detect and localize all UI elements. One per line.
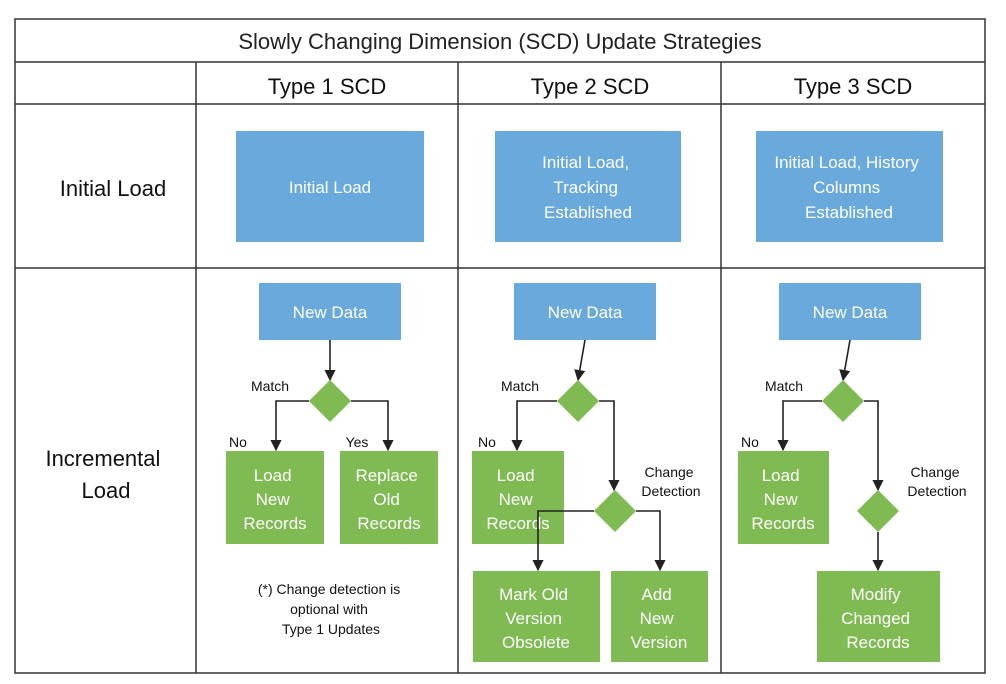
svg-text:New Data: New Data [813,303,888,322]
type2-match-label: Match [501,378,539,394]
type1-no-label: No [229,434,247,450]
type3-match-diamond [822,380,864,422]
type3-edge-match-change [864,400,884,492]
type2-load-new-records-box: Load New Records [472,451,564,544]
type1-edge-no [270,400,309,452]
row-header-incremental-load: Incremental Load [45,446,166,503]
diagram-title: Slowly Changing Dimension (SCD) Update S… [238,29,761,54]
type2-edge-match-change [599,400,620,492]
type1-replace-old-records-box: Replace Old Records [340,451,438,544]
table-grid [14,18,986,674]
svg-text:Replace Old Record: Replace Old Records [355,466,422,533]
type1-note: (*) Change detection is optional with Ty… [258,581,404,637]
type3-no-label: No [741,434,759,450]
type3-initial-load-box: Initial Load, History Columns Establishe… [756,131,943,242]
type3-load-new-records-box: Load New Records [738,451,829,544]
svg-text:Load New Records: Load New Records [486,466,549,533]
svg-text:Initial Load, Tracking: Initial Load, Tracking Established [542,153,634,222]
type2-edge-no [511,400,557,452]
type2-initial-load-box: Initial Load, Tracking Established [495,131,681,242]
type2-change-detection-label: Change Detection [641,464,700,499]
type3-modify-changed-records-box: Modify Changed Records [817,571,940,662]
type2-new-data-box: New Data [514,283,656,340]
svg-text:New Data: New Data [293,303,368,322]
type2-add-new-version-box: Add New Version [611,571,708,662]
type1-yes-label: Yes [346,434,369,450]
type2-edge-change-markold [532,510,594,572]
type3-edge-newdata-match [839,339,851,382]
row-header-initial-load: Initial Load [60,176,166,201]
svg-text:Add New Version: Add New Version [631,585,688,652]
type1-match-diamond [309,380,351,422]
type2-change-detection-diamond [594,490,636,532]
svg-text:Initial Load, History Co: Initial Load, History Columns Establishe… [774,153,923,222]
type2-edge-newdata-match [574,339,586,382]
column-header-type3: Type 3 SCD [794,74,913,99]
svg-text:New Data: New Data [548,303,623,322]
type1-initial-load-box: Initial Load [236,131,424,242]
type3-new-data-box: New Data [779,283,921,340]
type3-change-detection-label: Change Detection [907,464,966,499]
svg-text:Load New Records: Load New Records [243,466,306,533]
svg-text:Load New Records: Load New Records [751,466,814,533]
column-header-type1: Type 1 SCD [268,74,387,99]
type2-no-label: No [478,434,496,450]
type3-change-detection-diamond [857,490,899,532]
svg-text:Modify Changed Rec: Modify Changed Records [841,585,915,652]
svg-text:Mark Old Version O: Mark Old Version Obsolete [499,585,573,652]
type1-load-new-records-box: Load New Records [226,451,324,544]
type3-match-label: Match [765,378,803,394]
type3-edge-no [777,400,822,452]
type1-match-label: Match [251,378,289,394]
type2-match-diamond [557,380,599,422]
column-header-type2: Type 2 SCD [531,74,650,99]
type2-mark-old-version-box: Mark Old Version Obsolete [473,571,600,662]
type1-edge-yes [351,400,394,452]
type2-edge-change-addnew [636,510,666,572]
svg-text:Initial Load: Initial Load [289,178,371,197]
type1-new-data-box: New Data [259,283,401,340]
